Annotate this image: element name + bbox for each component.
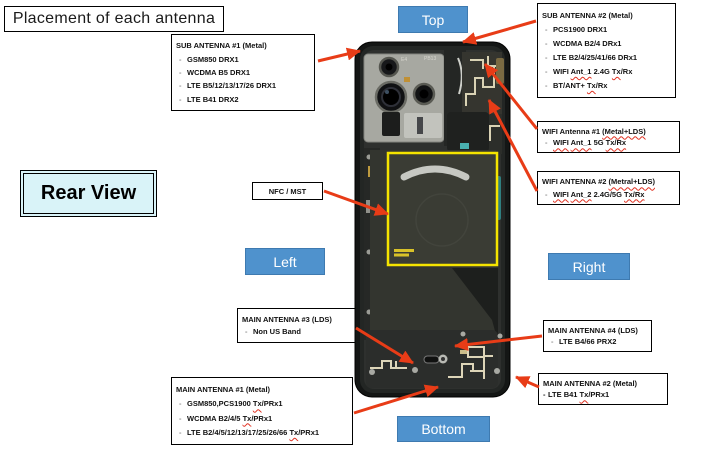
callout-nfc-mst: NFC / MST bbox=[252, 182, 323, 200]
page-title: Placement of each antenna bbox=[4, 6, 224, 32]
direction-label-bottom: Bottom bbox=[397, 416, 490, 442]
callout-item: WIFI Ant_1 5G Tx/Rx bbox=[542, 138, 675, 147]
nfc-highlight-rect bbox=[386, 151, 499, 267]
callout-header: MAIN ANTENNA #3 (LDS) bbox=[242, 314, 332, 324]
arrow-main-antenna-4 bbox=[454, 334, 543, 351]
callout-arrows bbox=[317, 19, 543, 415]
arrow-sub-antenna-1 bbox=[317, 47, 361, 63]
callout-item: LTE B4/66 PRX2 bbox=[548, 337, 647, 346]
arrow-nfc-mst bbox=[323, 189, 389, 216]
callout-item: GSM850,PCS1900 Tx/PRx1 bbox=[176, 399, 348, 408]
top-right-antenna-traces bbox=[462, 52, 502, 154]
callout-header: MAIN ANTENNA #1 (Metal) bbox=[176, 385, 271, 395]
callout-header: WIFI Antenna #1 (Metal+LDS) bbox=[542, 126, 646, 136]
rear-view-label: Rear View bbox=[20, 170, 157, 217]
callout-item: WCDMA B2/4/5 Tx/PRx1 bbox=[176, 414, 348, 423]
callout-item: WCDMA B5 DRX1 bbox=[176, 68, 310, 77]
callout-item: LTE B2/4/25/41/66 DRx1 bbox=[542, 53, 671, 62]
callout-item: LTE B41 DRX2 bbox=[176, 95, 310, 104]
arrow-main-antenna-1 bbox=[353, 384, 439, 415]
callout-sub-antenna-1: SUB ANTENNA #1 (Metal) GSM850 DRX1 WCDMA… bbox=[171, 34, 315, 111]
callout-item: GSM850 DRX1 bbox=[176, 55, 310, 64]
direction-label-top: Top bbox=[398, 6, 468, 33]
callout-header: SUB ANTENNA #2 (Metal) bbox=[542, 11, 633, 20]
callout-item: LTE B5/12/13/17/26 DRX1 bbox=[176, 81, 310, 90]
callout-wifi-antenna-1: WIFI Antenna #1 (Metal+LDS) WIFI Ant_1 5… bbox=[537, 121, 680, 153]
callout-main-antenna-2: MAIN ANTENNA #2 (Metal) LTE B41 Tx/PRx1 bbox=[538, 373, 668, 405]
direction-label-right: Right bbox=[548, 253, 630, 280]
callout-header: MAIN ANTENNA #4 (LDS) bbox=[548, 325, 638, 335]
bottom-antenna-traces bbox=[366, 330, 503, 388]
pcb-label-pb13: PB13 bbox=[424, 56, 436, 62]
nfc-battery-area bbox=[370, 150, 499, 345]
direction-label-left: Left bbox=[245, 248, 325, 275]
callout-item: WCDMA B2/4 DRx1 bbox=[542, 39, 671, 48]
callout-item: BT/ANT+ Tx/Rx bbox=[542, 81, 671, 90]
callout-item: WIFI Ant_2 2.4G/5G Tx/Rx bbox=[542, 190, 675, 199]
callout-wifi-antenna-2: WIFI ANTENNA #2 (Metral+LDS) WIFI Ant_2 … bbox=[537, 171, 680, 205]
callout-main-antenna-3: MAIN ANTENNA #3 (LDS) Non US Band bbox=[237, 308, 357, 343]
callout-header: WIFI ANTENNA #2 (Metral+LDS) bbox=[542, 177, 655, 187]
rear-view-text: Rear View bbox=[23, 173, 154, 214]
callout-item: PCS1900 DRX1 bbox=[542, 25, 671, 34]
callout-sub-antenna-2: SUB ANTENNA #2 (Metal) PCS1900 DRX1 WCDM… bbox=[537, 3, 676, 98]
callout-item: WIFI Ant_1 2.4G Tx/Rx bbox=[542, 67, 671, 76]
camera-module bbox=[363, 53, 445, 143]
arrow-wifi-antenna-2 bbox=[487, 99, 539, 192]
callout-item: LTE B2/4/5/12/13/17/25/26/66 Tx/PRx1 bbox=[176, 428, 348, 437]
callout-main-antenna-1: MAIN ANTENNA #1 (Metal) GSM850,PCS1900 T… bbox=[171, 377, 353, 445]
callout-item: LTE B41 Tx/PRx1 bbox=[543, 390, 663, 399]
arrow-sub-antenna-2 bbox=[462, 19, 537, 45]
pcb-label-e4: E4 bbox=[401, 57, 407, 63]
callout-main-antenna-4: MAIN ANTENNA #4 (LDS) LTE B4/66 PRX2 bbox=[543, 320, 652, 352]
callout-item: Non US Band bbox=[242, 327, 352, 336]
arrow-main-antenna-2 bbox=[515, 375, 540, 389]
phone-body: E4 PB13 bbox=[354, 41, 511, 398]
callout-header: NFC / MST bbox=[268, 186, 307, 196]
arrow-main-antenna-3 bbox=[355, 326, 414, 365]
callout-header: SUB ANTENNA #1 (Metal) bbox=[176, 41, 267, 51]
arrow-wifi-antenna-1 bbox=[483, 63, 539, 130]
callout-header: MAIN ANTENNA #2 (Metal) bbox=[543, 378, 638, 388]
